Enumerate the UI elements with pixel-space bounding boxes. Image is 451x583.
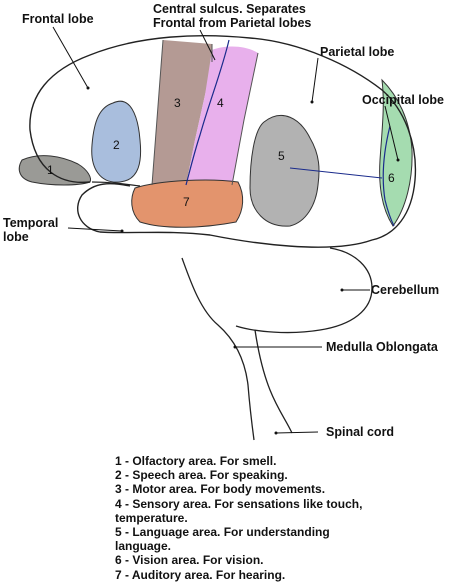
label-parietal-lobe: Parietal lobe (320, 45, 394, 59)
legend-item: 3 - Motor area. For body movements. (115, 482, 326, 497)
area-7-number: 7 (183, 195, 190, 209)
area-olfactory (18, 155, 91, 186)
legend-item: 4 - Sensory area. For sensations like to… (115, 496, 363, 511)
legend-item: 1 - Olfactory area. For smell. (115, 454, 277, 468)
area-6-number: 6 (388, 171, 395, 185)
area-sensory-edge (231, 52, 259, 186)
pointer-temporal (67, 227, 123, 232)
pointer-frontal (52, 26, 89, 89)
sulcus-line (91, 181, 141, 187)
legend: 1 - Olfactory area. For smell. 2 - Speec… (115, 454, 445, 582)
label-occipital-lobe: Occipital lobe (362, 93, 444, 107)
pointer-parietal (311, 57, 319, 103)
pointer-occipital (384, 105, 399, 161)
cerebrum-outline (29, 34, 417, 248)
area-3-number: 3 (174, 96, 181, 110)
area-auditory (131, 179, 244, 228)
label-medulla: Medulla Oblongata (326, 340, 439, 354)
label-frontal-lobe: Frontal lobe (22, 12, 94, 26)
area-2-number: 2 (113, 138, 120, 152)
label-temporal-1: Temporal (3, 216, 58, 230)
cerebellum-outline (235, 247, 373, 334)
area-sensory (186, 46, 258, 185)
area-4-number: 4 (217, 96, 224, 110)
legend-item: 5 - Language area. For understanding (115, 525, 330, 540)
label-cerebellum: Cerebellum (371, 283, 439, 297)
brainstem-right (254, 329, 293, 434)
pointer-central (199, 29, 216, 61)
legend-item: 7 - Auditory area. For hearing. (115, 567, 286, 582)
brainstem-left (181, 257, 255, 441)
legend-item: 2 - Speech area. For speaking. (115, 468, 288, 483)
occipital-boundary-line (382, 125, 395, 227)
legend-item: 6 - Vision area. For vision. (115, 553, 264, 568)
area-motor (152, 40, 212, 185)
area-language (249, 114, 320, 227)
area-1-number: 1 (47, 163, 54, 177)
label-central-sulcus-1: Central sulcus. Separates (153, 2, 306, 16)
parieto-occipital-line (289, 167, 383, 179)
legend-item: language. (115, 539, 172, 554)
pointer-spinal (275, 431, 319, 434)
label-central-sulcus-2: Frontal from Parietal lobes (153, 16, 311, 30)
label-temporal-2: lobe (3, 230, 29, 244)
label-spinal-cord: Spinal cord (326, 425, 394, 439)
central-sulcus-line (185, 39, 230, 186)
legend-item: temperature. (115, 510, 188, 525)
area-speech (91, 100, 142, 183)
area-5-number: 5 (278, 149, 285, 163)
